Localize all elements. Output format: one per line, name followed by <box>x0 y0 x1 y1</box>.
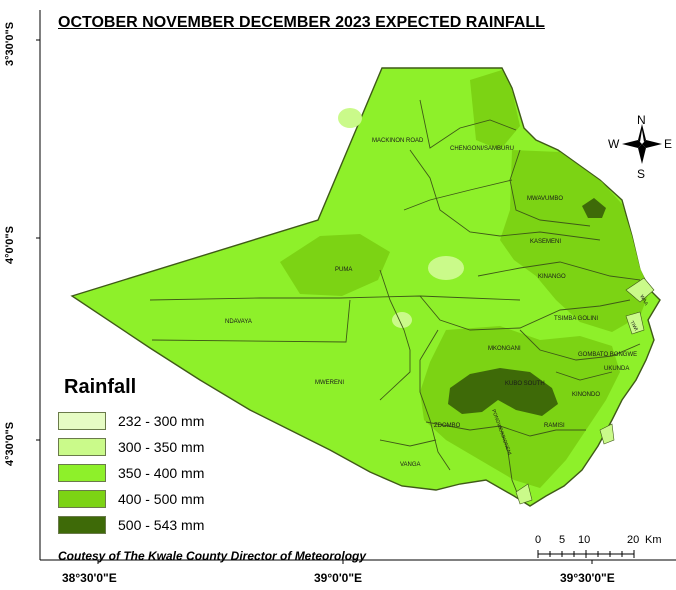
scale-label-10: 10 <box>578 534 591 546</box>
scale-unit: Km <box>645 534 662 546</box>
compass-w: W <box>608 137 620 151</box>
region-label-gombato-bongwe: GOMBATO BONGWE <box>578 352 637 358</box>
legend-swatch <box>58 464 106 482</box>
region-label-mackinon-road: MACKINON ROAD <box>372 138 424 144</box>
legend-swatch <box>58 412 106 430</box>
region-label-waa: WAA <box>638 294 649 307</box>
lon-label-39-30: 39°30'0"E <box>560 571 615 585</box>
legend-swatch <box>58 438 106 456</box>
legend-item: 500 - 543 mm <box>58 515 204 535</box>
region-label-mkongani: MKONGANI <box>488 346 521 352</box>
legend-item: 350 - 400 mm <box>58 463 204 483</box>
legend-swatch <box>58 490 106 508</box>
region-label-mwavumbo: MWAVUMBO <box>527 196 563 202</box>
region-label-kinango: KINANGO <box>538 274 566 280</box>
region-label-tsimba-golini: TSIMBA GOLINI <box>554 316 598 322</box>
lon-label-38-30: 38°30'0"E <box>62 571 117 585</box>
region-label-ukunda: UKUNDA <box>604 366 629 372</box>
region-label-zdombo: ZDOMBO <box>434 423 461 429</box>
rainfall-band-500-543 <box>448 198 606 416</box>
region-labels: MACKINON ROAD CHENGONI/SAMBURU MWAVUMBO … <box>225 138 649 468</box>
region-label-kinondo: KINONDO <box>572 392 600 398</box>
legend-label: 500 - 543 mm <box>118 517 205 533</box>
region-label-kasemeni: KASEMENI <box>530 239 561 245</box>
coastal-islets <box>515 277 655 505</box>
region-label-ndavaya: NDAVAYA <box>225 319 252 325</box>
lat-label-4-30: 4°30'0"S <box>4 421 16 466</box>
region-label-puma: PUMA <box>335 267 352 273</box>
legend-label: 350 - 400 mm <box>118 465 205 481</box>
legend-item: 232 - 300 mm <box>58 411 204 431</box>
map-title: OCTOBER NOVEMBER DECEMBER 2023 EXPECTED … <box>58 14 545 31</box>
region-label-chengoni: CHENGONI/SAMBURU <box>450 146 514 152</box>
legend-label: 300 - 350 mm <box>118 439 205 455</box>
compass-e: E <box>664 137 672 151</box>
region-label-mwereni: MWERENI <box>315 380 344 386</box>
scale-bar <box>537 550 635 558</box>
legend-title: Rainfall <box>64 376 137 398</box>
scale-label-0: 0 <box>535 534 542 546</box>
region-label-vanga: VANGA <box>400 462 421 468</box>
legend-label: 232 - 300 mm <box>118 413 205 429</box>
credit-text: Coutesy of The Kwale County Director of … <box>58 549 367 563</box>
scale-label-5: 5 <box>559 534 566 546</box>
region-label-tiwi: TIWI <box>628 320 638 332</box>
compass-rose: N S W E <box>608 113 672 181</box>
legend-item: 300 - 350 mm <box>58 437 204 457</box>
lat-label-3-30: 3°30'0"S <box>4 21 16 66</box>
legend-label: 400 - 500 mm <box>118 491 205 507</box>
compass-s: S <box>637 167 645 181</box>
legend-item: 400 - 500 mm <box>58 489 204 509</box>
region-label-kubo-south: KUBO SOUTH <box>505 381 545 387</box>
ward-boundaries <box>149 99 641 501</box>
legend-swatch <box>58 516 106 534</box>
region-label-ramisi: RAMISI <box>544 423 565 429</box>
compass-n: N <box>637 113 646 127</box>
lon-label-39-00: 39°0'0"E <box>314 571 363 585</box>
lat-label-4-00: 4°0'0"S <box>4 226 16 264</box>
scale-label-20: 20 <box>627 534 640 546</box>
